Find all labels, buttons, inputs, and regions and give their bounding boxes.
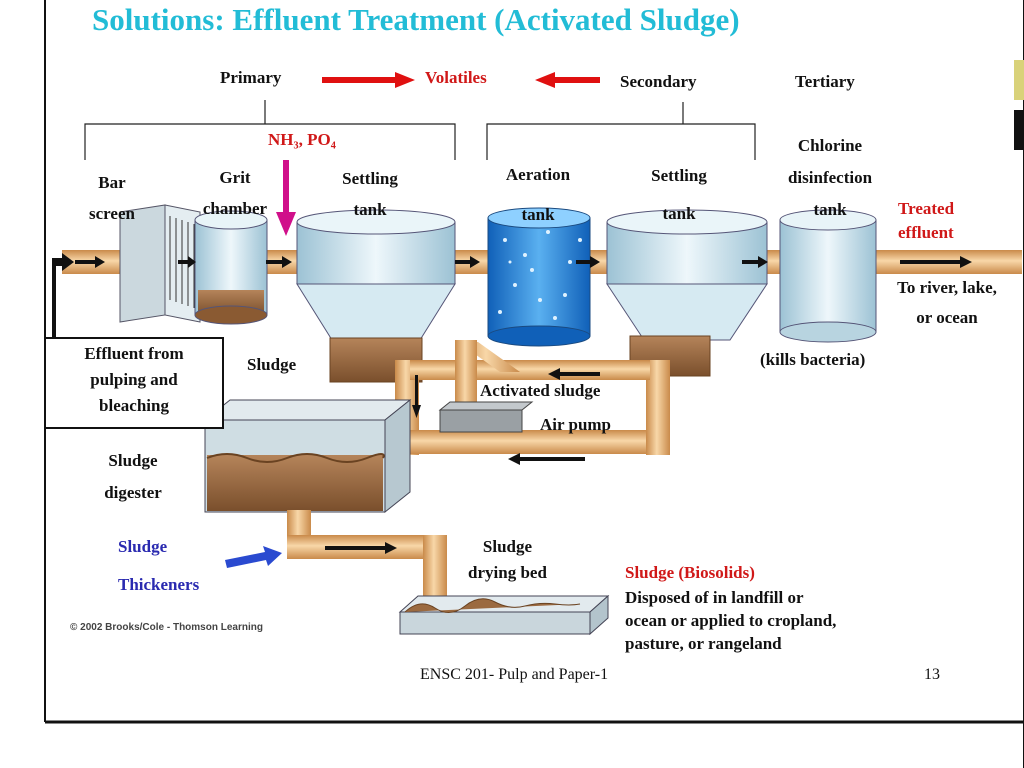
kills-bacteria-label: (kills bacteria)	[760, 350, 866, 369]
right-edge-bars	[1014, 60, 1024, 150]
volatiles-arrow-right	[322, 72, 415, 88]
grit-chamber	[194, 210, 268, 325]
secondary-bracket	[486, 102, 756, 160]
volatiles-arrow-left	[535, 72, 600, 88]
slide-title: Solutions: Effluent Treatment (Activated…	[92, 2, 740, 37]
influent-line-2: pulping and	[90, 370, 178, 389]
activated-sludge-label: Activated sludge	[480, 381, 601, 400]
footer-course: ENSC 201- Pulp and Paper-1	[420, 666, 609, 683]
influent-callout: Effluent from pulping and bleaching	[44, 337, 224, 429]
influent-arrow	[52, 253, 74, 337]
biosolids-heading: Sludge (Biosolids)	[625, 563, 755, 582]
sludge-label: Sludge	[247, 355, 297, 374]
nutrients-label: NH₃, PO₄	[268, 130, 336, 149]
primary-bracket	[84, 100, 456, 160]
drying-bed-pipe	[287, 510, 447, 605]
sludge-drying-bed	[398, 594, 610, 636]
stage-tertiary: Tertiary	[795, 72, 855, 91]
chlorine-tank	[779, 209, 877, 343]
influent-line-3: bleaching	[99, 396, 169, 415]
stage-primary: Primary	[220, 68, 282, 87]
sludge-pipes	[395, 340, 670, 455]
aeration-tank	[487, 207, 591, 347]
influent-line-1: Effluent from	[84, 344, 184, 363]
bar-screen	[119, 204, 201, 323]
sludge-digester	[203, 398, 412, 514]
copyright-text: © 2002 Brooks/Cole - Thomson Learning	[70, 622, 263, 633]
settling-tank-2	[606, 209, 768, 377]
pipe-flow-arrows	[75, 256, 972, 268]
nutrients-arrow	[276, 160, 296, 236]
volatiles-label: Volatiles	[425, 68, 487, 87]
sludge-flow-arrows	[412, 368, 600, 465]
air-pump-label: Air pump	[540, 415, 612, 434]
drying-flow-arrow	[325, 542, 397, 554]
footer-page-number: 13	[924, 666, 940, 683]
thickeners-arrow	[225, 546, 282, 568]
stage-secondary: Secondary	[620, 72, 697, 91]
to-river-label: To river, lake,or ocean	[897, 278, 997, 327]
settling-tank-1	[296, 209, 456, 383]
biosolids-text: Disposed of in landfill or ocean or appl…	[625, 588, 837, 653]
